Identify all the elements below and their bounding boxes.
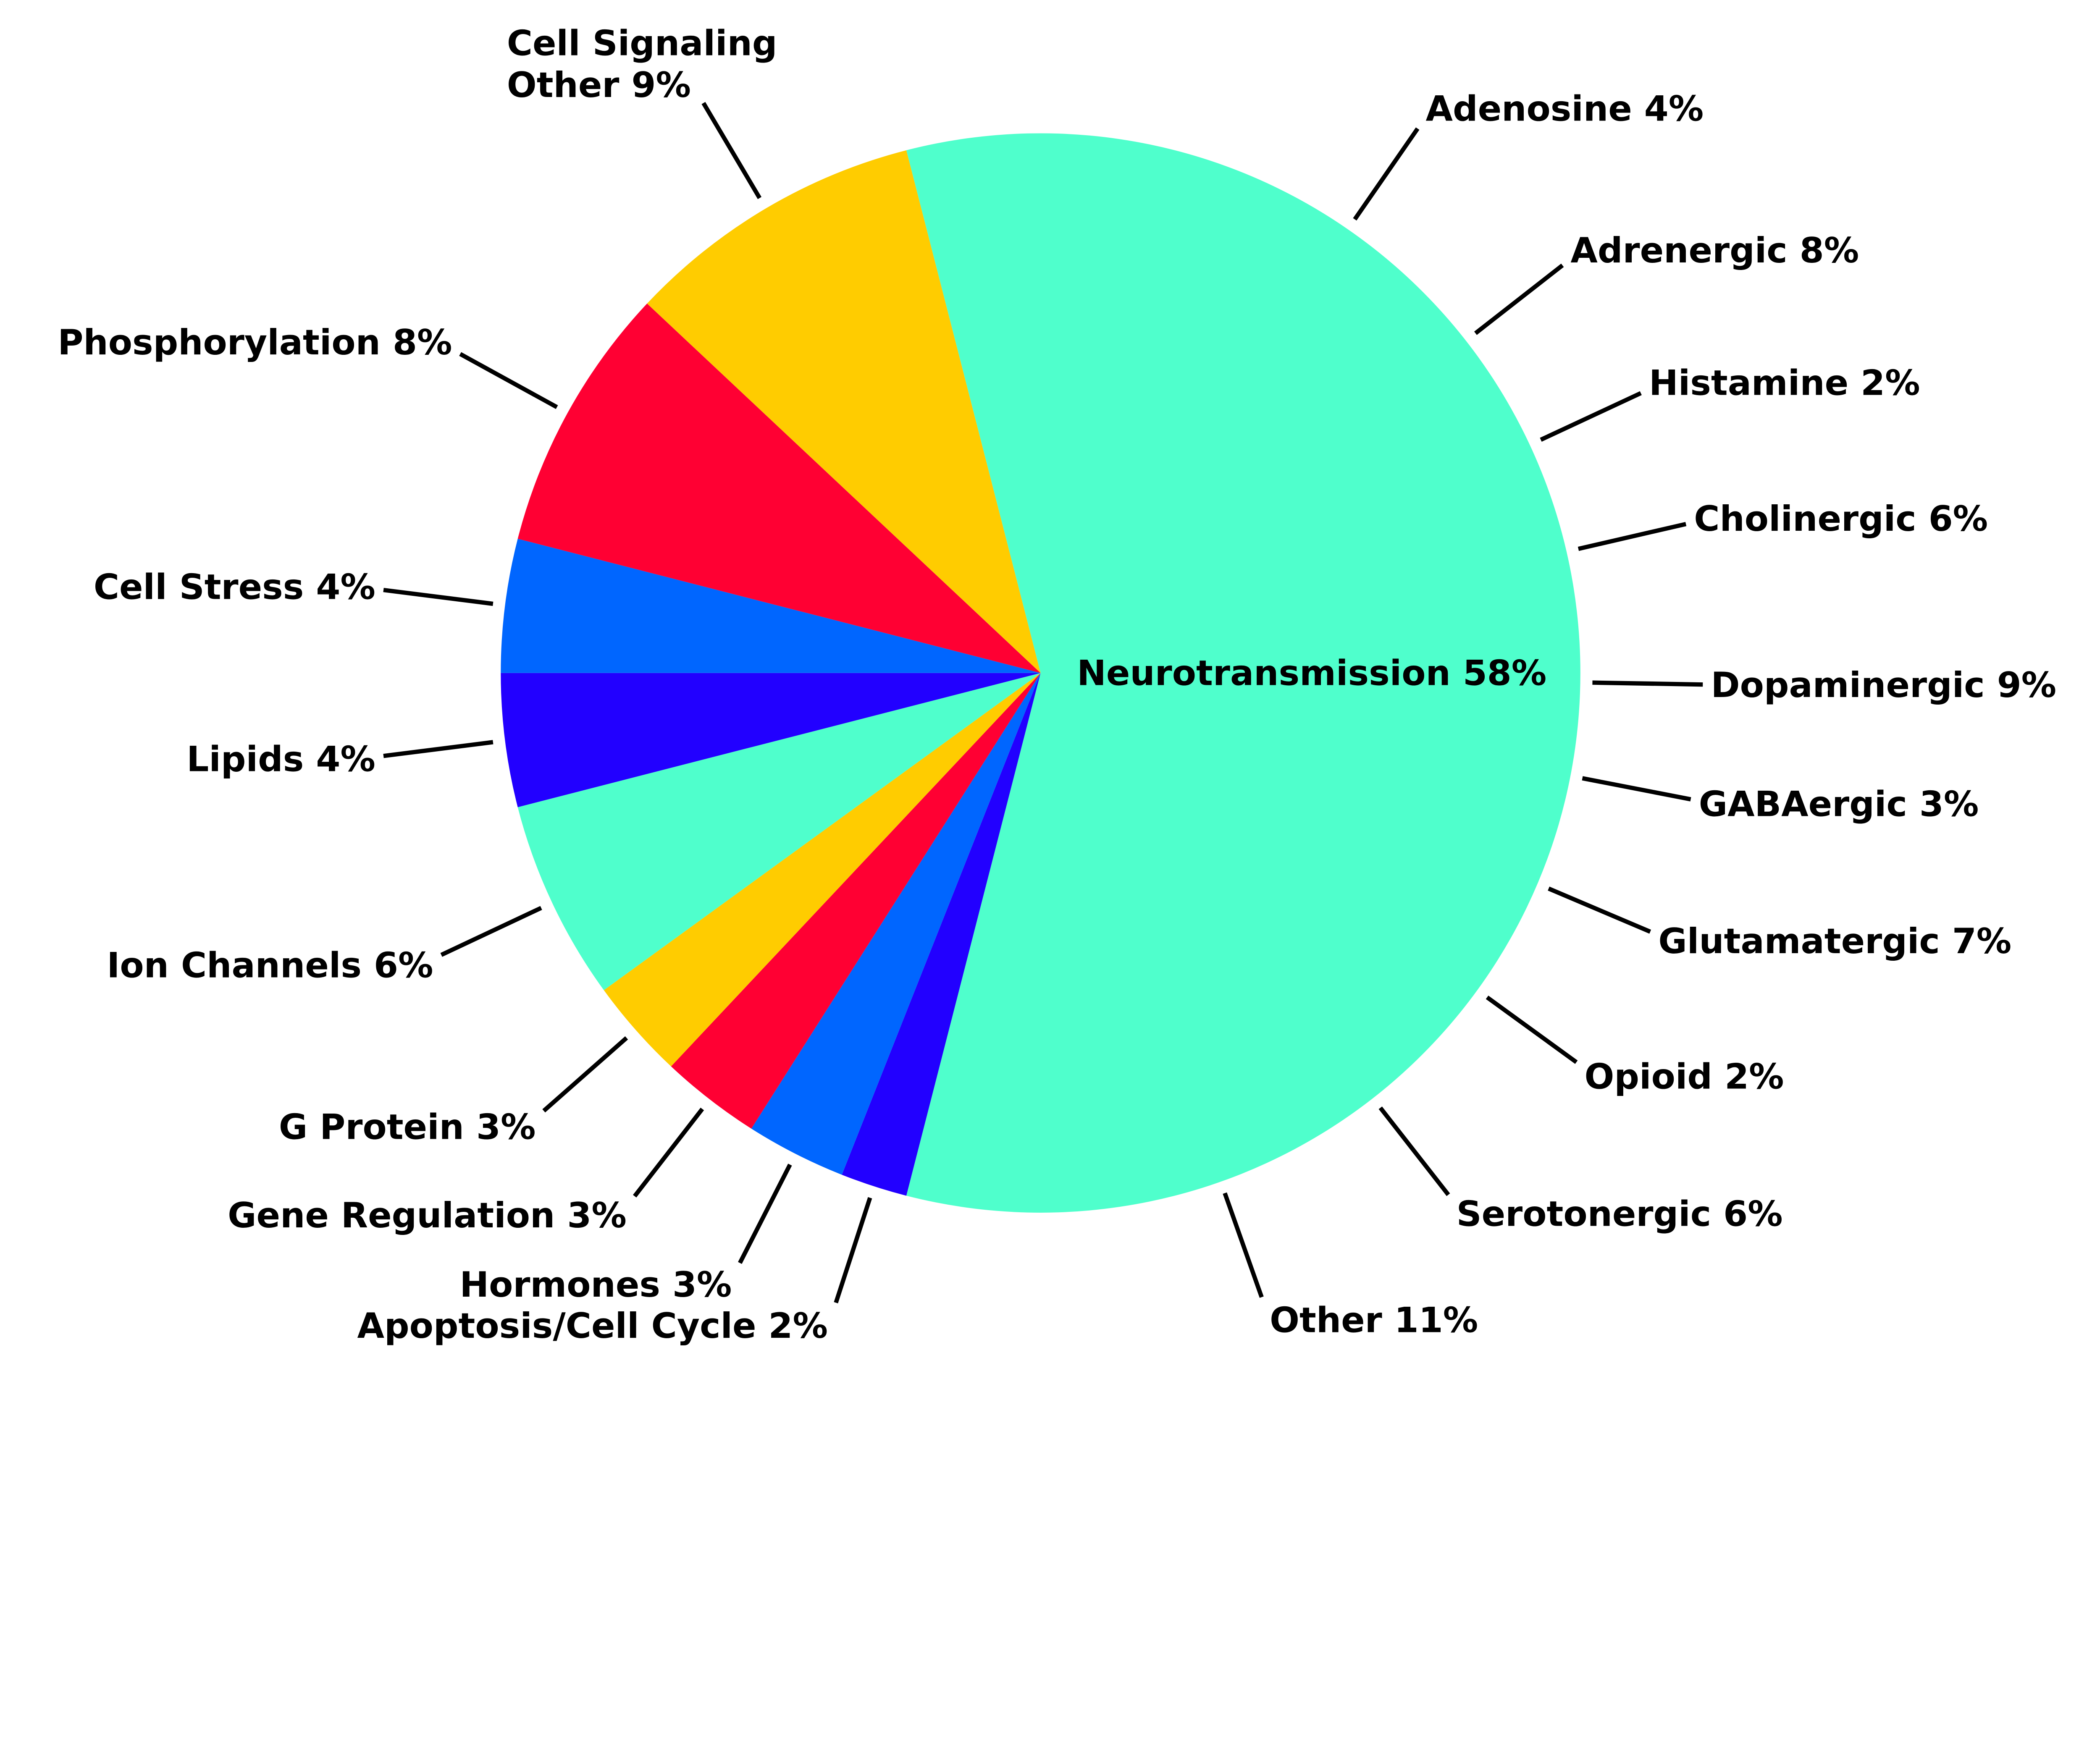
leader-line — [834, 1197, 872, 1304]
sub-label: Histamine 2% — [1649, 363, 1920, 404]
pie-slice — [842, 673, 1041, 1196]
slice-label: Apoptosis/Cell Cycle 2% — [357, 1305, 828, 1346]
pie-slice — [604, 673, 1041, 1067]
slice-label-center: Neurotransmission 58% — [1077, 653, 1546, 694]
leader-line — [633, 1107, 704, 1198]
sub-label: GABAergic 3% — [1699, 784, 1979, 824]
slice-label: Phosphorylation 8% — [58, 322, 452, 363]
pie-slice — [517, 303, 1041, 673]
pie-slice — [906, 133, 1580, 1213]
sub-label: Serotonergic 6% — [1457, 1194, 1783, 1235]
sub-label: Opioid 2% — [1585, 1056, 1784, 1097]
leader-line — [1548, 886, 1651, 934]
leader-line — [1353, 127, 1420, 221]
leader-line — [542, 1036, 628, 1113]
leader-lines — [383, 102, 1703, 1304]
leader-line — [1378, 1106, 1450, 1196]
sub-label: Adenosine 4% — [1426, 89, 1704, 129]
leader-line — [1582, 776, 1691, 802]
sub-label: Other 11% — [1270, 1300, 1478, 1340]
leader-line — [459, 352, 558, 409]
pie-slice — [647, 150, 1041, 673]
leader-line — [1474, 263, 1564, 335]
leader-line — [701, 102, 762, 199]
slice-label: Cell Stress 4% — [94, 567, 375, 608]
slice-label: Ion Channels 6% — [107, 945, 433, 986]
slice-labels: Neurotransmission 58% Apoptosis/Cell Cycl… — [58, 23, 2056, 1347]
pie-chart: Neurotransmission 58% Apoptosis/Cell Cycl… — [58, 23, 2056, 1347]
leader-line — [383, 740, 494, 758]
leader-line — [383, 587, 494, 606]
leader-line — [1592, 680, 1703, 687]
pie-slice — [501, 673, 1041, 807]
leader-line — [1223, 1192, 1264, 1298]
leader-line — [440, 906, 542, 957]
slice-label: G Protein 3% — [279, 1107, 536, 1148]
pie-slice — [517, 673, 1041, 991]
sub-label: Adrenergic 8% — [1570, 230, 1859, 271]
slice-label: Hormones 3% — [459, 1264, 732, 1305]
sub-label: Dopaminergic 9% — [1711, 665, 2056, 705]
leader-line — [1578, 522, 1687, 551]
sub-label: Glutamatergic 7% — [1658, 921, 2011, 962]
pie-slice — [501, 539, 1041, 673]
leader-line — [1540, 391, 1642, 442]
slice-label: Gene Regulation 3% — [228, 1195, 627, 1236]
leader-line — [738, 1164, 792, 1264]
pie-slice — [751, 673, 1041, 1175]
pie-slices — [501, 133, 1580, 1213]
pie-slice — [671, 673, 1041, 1129]
slice-label: Lipids 4% — [186, 739, 375, 779]
sub-label: Cholinergic 6% — [1694, 498, 1988, 539]
leader-line — [1486, 995, 1578, 1064]
